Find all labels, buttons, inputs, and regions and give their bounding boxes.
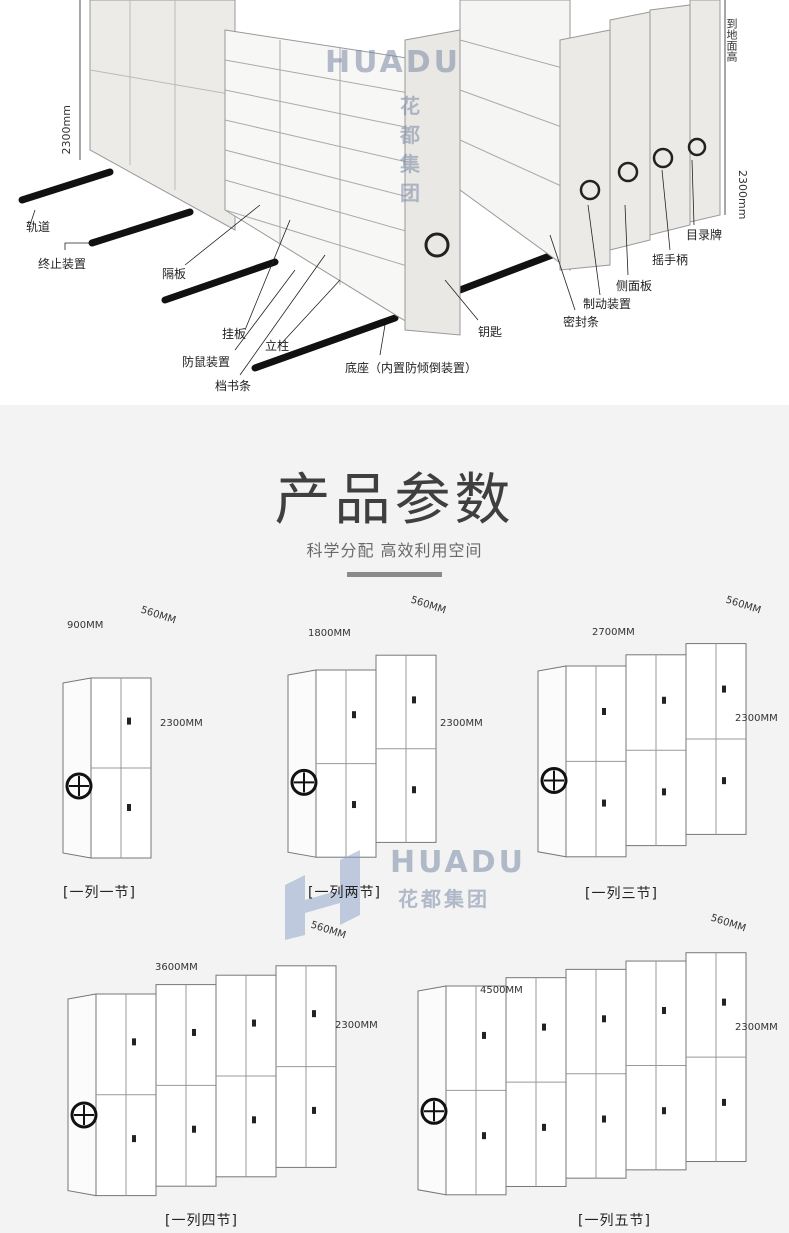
crank-spokes	[544, 770, 564, 791]
lock-icon	[132, 1135, 136, 1143]
lock-icon	[352, 711, 356, 719]
crank-spokes	[74, 1104, 94, 1125]
lock-icon	[722, 1098, 726, 1106]
rails	[18, 168, 564, 372]
label-upright: 立柱	[265, 339, 290, 353]
lock-icon	[662, 1006, 666, 1014]
section-title: 产品参数	[274, 468, 515, 533]
side-panel	[67, 993, 97, 1197]
side-panel	[62, 677, 92, 859]
width-dim: 2700MM	[592, 627, 635, 638]
lock-icon	[412, 696, 416, 704]
label-catalog-plate: 目录牌	[686, 228, 723, 242]
lock-icon	[542, 1023, 546, 1031]
lock-icon	[192, 1028, 196, 1036]
lock-icon	[662, 1107, 666, 1115]
width-dim: 1800MM	[308, 628, 351, 639]
product-4-section: 3600MM 560MM 2300MM [一列四节]	[60, 920, 400, 1230]
lock-icon	[662, 788, 666, 796]
label-base: 底座（内置防倾倒装置）	[345, 361, 478, 375]
label-floor-height: 到地面高	[725, 18, 738, 62]
width-dim: 3600MM	[155, 962, 198, 973]
lock-icon	[722, 777, 726, 785]
title-divider	[347, 572, 442, 577]
crank-wheel-icon	[70, 1101, 98, 1129]
width-dim: 900MM	[67, 620, 104, 631]
label-partition: 隔板	[162, 267, 187, 281]
crank-wheel-icon	[290, 768, 318, 796]
product-1-section: 900MM 560MM 2300MM [一列一节]	[55, 605, 225, 901]
label-rail: 轨道	[26, 220, 51, 234]
watermark-logo-middle: HUADU 花都集团	[280, 845, 580, 945]
crank-wheel-icon	[420, 1097, 448, 1125]
lock-icon	[482, 1132, 486, 1140]
lock-icon	[412, 786, 416, 794]
mobile-shelving-illustration	[18, 0, 726, 376]
lock-icon	[312, 1010, 316, 1018]
product-caption: [一列五节]	[578, 1213, 651, 1229]
crank-spokes	[294, 772, 314, 793]
label-stop-device: 终止装置	[38, 257, 87, 271]
lock-icon	[662, 696, 666, 704]
lock-icon	[127, 804, 131, 811]
height-dim: 2300MM	[735, 1022, 778, 1033]
side-panel	[417, 985, 447, 1196]
lock-icon	[192, 1125, 196, 1133]
label-book-strip: 档书条	[215, 379, 252, 393]
height-dim: 2300MM	[735, 713, 778, 724]
lock-icon	[602, 707, 606, 715]
height-right: 2300mm	[736, 170, 749, 220]
crank-spokes	[424, 1101, 444, 1122]
lock-icon	[482, 1031, 486, 1039]
height-dim: 2300MM	[440, 718, 483, 729]
label-key: 钥匙	[478, 325, 503, 339]
lock-icon	[602, 799, 606, 807]
lock-icon	[722, 998, 726, 1006]
cabinet-structure-diagram: 轨道 终止装置 隔板 挂板 防鼠装置 档书条 立柱 底座（内置防倾倒装置） 钥匙…	[0, 0, 789, 405]
product-caption: [一列两节]	[308, 885, 381, 901]
product-caption: [一列一节]	[63, 885, 136, 901]
label-seal-strip: 密封条	[563, 315, 600, 329]
product-2-section: 1800MM 560MM 2300MM [一列两节]	[280, 595, 500, 901]
label-brake-device: 制动装置	[583, 297, 632, 311]
height-dim: 2300MM	[335, 1020, 378, 1031]
height-dim: 2300MM	[160, 718, 203, 729]
lock-icon	[252, 1019, 256, 1027]
lock-icon	[602, 1015, 606, 1023]
lock-icon	[352, 801, 356, 809]
product-5-section: 4500MM 560MM 2300MM [一列五节]	[410, 910, 789, 1230]
side-panel	[287, 669, 317, 858]
height-left: 2300mm	[60, 105, 73, 155]
product-caption: [一列四节]	[165, 1213, 238, 1229]
lock-icon	[127, 717, 131, 725]
lock-icon	[722, 685, 726, 693]
label-rodent-guard: 防鼠装置	[182, 355, 231, 369]
label-crank-handle: 摇手柄	[652, 253, 689, 267]
lock-icon	[252, 1116, 256, 1124]
side-panel	[537, 665, 567, 858]
lock-icon	[542, 1123, 546, 1131]
lock-icon	[602, 1115, 606, 1123]
product-caption: [一列三节]	[585, 886, 658, 902]
product-3-section: 2700MM 560MM 2300MM [一列三节]	[530, 595, 789, 902]
section-subtitle: 科学分配 高效利用空间	[306, 541, 483, 560]
crank-wheel-icon	[540, 766, 568, 794]
logo-h-icon	[285, 850, 360, 940]
crank-spokes	[69, 776, 89, 796]
crank-wheel-icon	[65, 772, 93, 800]
width-dim: 4500MM	[480, 985, 523, 996]
label-hanging-board: 挂板	[222, 327, 247, 341]
label-side-panel: 侧面板	[616, 279, 653, 293]
lock-icon	[312, 1106, 316, 1114]
lock-icon	[132, 1038, 136, 1046]
